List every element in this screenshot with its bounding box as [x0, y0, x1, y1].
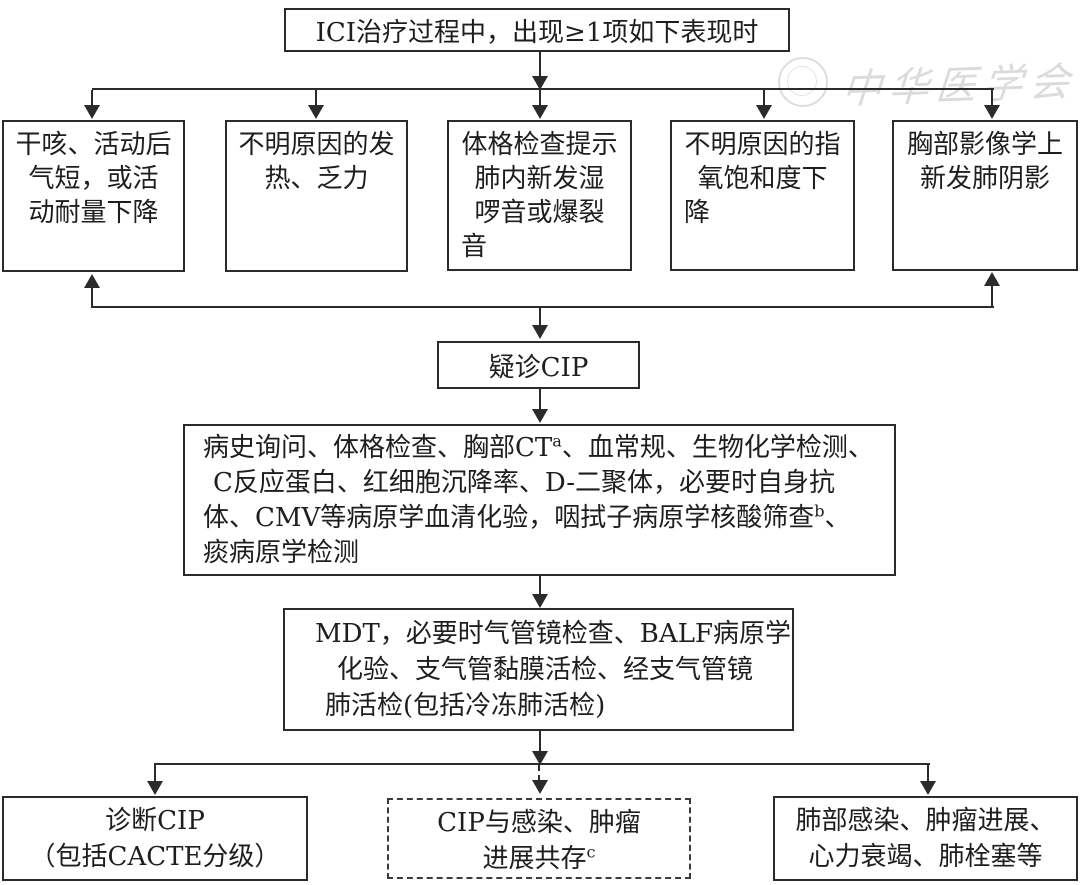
arrow-down-icon	[532, 105, 548, 119]
node-symptom-fever: 不明原因的发热、乏力	[225, 120, 408, 272]
node-workup: 病史询问、体格检查、胸部CTa、血常规、生物化学检测、 C反应蛋白、红细胞沉降率…	[183, 424, 896, 576]
node-outcome-diagnosis-text: 诊断CIP（包括CACTE分级）	[29, 806, 281, 872]
node-symptom-rales: 体格检查提示肺内新发湿啰音或爆裂音	[447, 120, 632, 271]
arrow-down-icon	[532, 594, 548, 608]
connector-line	[91, 286, 93, 308]
node-mdt: MDT，必要时气管镜检查、BALF病原学化验、支气管黏膜活检、经支气管镜肺活检(…	[283, 608, 794, 731]
arrow-up-icon	[84, 274, 100, 288]
node-outcome-coexist-line2: 进展共存c	[389, 841, 689, 877]
connector-line	[991, 90, 993, 106]
connector-line	[539, 90, 541, 106]
connector-line	[92, 88, 994, 90]
arrow-down-icon	[308, 105, 324, 119]
connector-line	[154, 765, 156, 782]
coexist-line2-text: 进展共存	[482, 844, 587, 874]
footnote-c: c	[586, 842, 596, 862]
arrow-down-icon	[84, 105, 100, 119]
connector-line	[91, 90, 93, 106]
workup-line3-text2: 、	[824, 503, 851, 533]
connector-line	[92, 306, 994, 308]
connector-line	[927, 765, 929, 782]
arrow-down-icon	[984, 105, 1000, 119]
node-symptom-imaging: 胸部影像学上新发肺阴影	[892, 120, 1078, 271]
arrow-up-icon	[984, 272, 1000, 286]
connector-line	[991, 284, 993, 308]
connector-line-dashed	[538, 765, 540, 781]
node-suspected-cip: 疑诊CIP	[437, 341, 640, 389]
node-symptom-rales-text: 体格检查提示肺内新发湿啰音或爆裂音	[461, 130, 618, 262]
connector-line	[315, 90, 317, 106]
arrow-down-icon	[532, 325, 548, 339]
connector-line	[539, 576, 541, 595]
node-workup-line1: 病史询问、体格检查、胸部CTa、血常规、生物化学检测、	[203, 431, 876, 466]
connector-line	[539, 731, 541, 752]
node-symptom-fever-text: 不明原因的发热、乏力	[238, 130, 395, 194]
connector-line	[154, 763, 930, 765]
arrow-down-icon	[532, 780, 548, 794]
arrow-down-icon	[756, 105, 772, 119]
node-mdt-text: MDT，必要时气管镜检查、BALF病原学化验、支气管黏膜活检、经支气管镜肺活检(…	[315, 619, 791, 721]
node-workup-line2: C反应蛋白、红细胞沉降率、D-二聚体，必要时自身抗	[213, 468, 836, 498]
workup-line1-text: 病史询问、体格检查、胸部CT	[203, 433, 553, 463]
node-workup-line3: 体、CMV等病原学血清化验，咽拭子病原学核酸筛查b、	[203, 501, 876, 536]
workup-line1-text2: 、血常规、生物化学检测、	[561, 433, 874, 463]
arrow-down-icon	[920, 781, 936, 795]
connector-line	[539, 308, 541, 326]
cma-watermark-text: 中华医学会	[840, 58, 1079, 114]
workup-line3-text: 体、CMV等病原学血清化验，咽拭子病原学核酸筛查	[203, 503, 815, 533]
node-outcome-differential-text: 肺部感染、肿瘤进展、心力衰竭、肺栓塞等	[795, 806, 1056, 872]
connector-line	[763, 90, 765, 106]
cma-logo-watermark: 中华医学会	[778, 52, 1078, 113]
node-outcome-differential: 肺部感染、肿瘤进展、心力衰竭、肺栓塞等	[773, 796, 1078, 881]
connector-line	[539, 389, 541, 410]
arrow-down-icon	[147, 781, 163, 795]
node-workup-line4: 痰病原学检测	[203, 538, 360, 568]
node-suspected-cip-label: 疑诊CIP	[488, 352, 589, 383]
footnote-a: a	[552, 431, 562, 451]
node-outcome-coexist-line1: CIP与感染、肿瘤	[437, 808, 641, 838]
arrow-down-icon	[532, 751, 548, 765]
node-outcome-coexist: CIP与感染、肿瘤 进展共存c	[387, 798, 691, 879]
node-outcome-diagnosis-cip: 诊断CIP（包括CACTE分级）	[2, 796, 308, 881]
node-symptom-imaging-text: 胸部影像学上新发肺阴影	[906, 130, 1063, 194]
node-start-condition: ICI治疗过程中，出现≥1项如下表现时	[284, 8, 790, 52]
arrow-down-icon	[532, 409, 548, 423]
node-start-label: ICI治疗过程中，出现≥1项如下表现时	[315, 17, 759, 48]
connector-line	[539, 52, 541, 77]
cma-seal-icon	[778, 57, 828, 107]
node-symptom-spo2: 不明原因的指氧饱和度下降	[670, 120, 855, 271]
footnote-b: b	[814, 501, 825, 521]
node-symptom-cough: 干咳、活动后气短，或活动耐量下降	[2, 120, 185, 272]
arrow-down-icon	[532, 76, 548, 90]
node-symptom-spo2-text: 不明原因的指氧饱和度下降	[684, 130, 841, 228]
node-symptom-cough-text: 干咳、活动后气短，或活动耐量下降	[15, 130, 172, 228]
